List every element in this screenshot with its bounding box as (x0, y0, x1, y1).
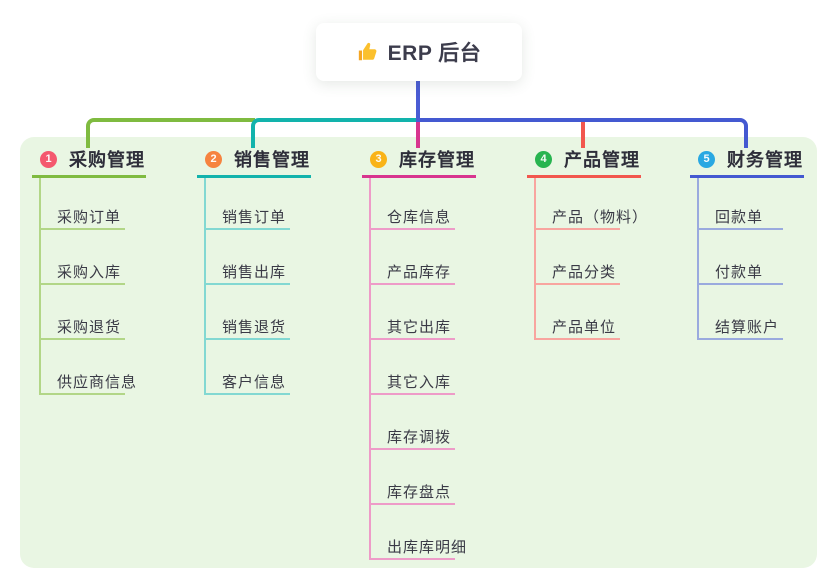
child-underline (39, 228, 125, 230)
child-node[interactable]: 销售订单 (222, 209, 287, 226)
child-underline (534, 228, 620, 230)
child-node[interactable]: 出库库明细 (387, 539, 468, 556)
branch-label: 销售管理 (234, 150, 310, 170)
child-node[interactable]: 产品（物料） (552, 209, 649, 226)
child-underline (697, 283, 783, 285)
child-underline (39, 338, 125, 340)
child-node[interactable]: 回款单 (715, 209, 764, 226)
child-underline (204, 393, 290, 395)
child-underline (369, 448, 455, 450)
branch-connector-drop (581, 122, 585, 148)
child-underline (697, 228, 783, 230)
child-node[interactable]: 产品库存 (387, 264, 452, 281)
child-underline (369, 393, 455, 395)
branch-label: 采购管理 (69, 150, 145, 170)
child-underline (204, 338, 290, 340)
child-underline (534, 338, 620, 340)
branch-node-3[interactable]: 3 库存管理 (370, 148, 475, 170)
root-node[interactable]: ERP 后台 (316, 23, 522, 81)
branch-node-5[interactable]: 5 财务管理 (698, 148, 803, 170)
branch-node-1[interactable]: 1 采购管理 (40, 148, 145, 170)
branch-label: 产品管理 (564, 150, 640, 170)
child-underline (369, 228, 455, 230)
child-node[interactable]: 其它入库 (387, 374, 452, 391)
child-underline (369, 283, 455, 285)
branch-trunk-line (534, 176, 536, 340)
child-underline (697, 338, 783, 340)
branch-index-badge: 2 (205, 150, 222, 168)
branch-title-underline (527, 175, 641, 178)
branch-label: 库存管理 (399, 150, 475, 170)
child-node[interactable]: 其它出库 (387, 319, 452, 336)
child-node[interactable]: 产品分类 (552, 264, 617, 281)
child-node[interactable]: 客户信息 (222, 374, 287, 391)
child-underline (369, 558, 455, 560)
child-node[interactable]: 采购入库 (57, 264, 122, 281)
child-node[interactable]: 供应商信息 (57, 374, 138, 391)
branch-connector-drop (416, 122, 420, 148)
branch-node-4[interactable]: 4 产品管理 (535, 148, 640, 170)
branch-node-2[interactable]: 2 销售管理 (205, 148, 310, 170)
thumbs-up-icon (357, 41, 379, 63)
child-underline (534, 283, 620, 285)
branch-title-underline (690, 175, 804, 178)
child-node[interactable]: 库存调拨 (387, 429, 452, 446)
child-node[interactable]: 结算账户 (715, 319, 780, 336)
child-node[interactable]: 库存盘点 (387, 484, 452, 501)
child-underline (39, 393, 125, 395)
child-underline (39, 283, 125, 285)
branch-trunk-line (39, 176, 41, 395)
branch-connector-elbow (86, 118, 255, 148)
branch-connector-elbow (251, 118, 420, 148)
child-node[interactable]: 采购订单 (57, 209, 122, 226)
branch-label: 财务管理 (727, 150, 803, 170)
child-node[interactable]: 付款单 (715, 264, 764, 281)
child-node[interactable]: 销售退货 (222, 319, 287, 336)
branch-title-underline (362, 175, 476, 178)
root-stem-line (416, 81, 420, 122)
branch-index-badge: 5 (698, 150, 715, 168)
root-label: ERP 后台 (387, 42, 482, 65)
branch-index-badge: 4 (535, 150, 552, 168)
branch-trunk-line (697, 176, 699, 340)
branch-index-badge: 3 (370, 150, 387, 168)
branch-title-underline (197, 175, 311, 178)
child-node[interactable]: 仓库信息 (387, 209, 452, 226)
child-underline (204, 228, 290, 230)
child-underline (369, 338, 455, 340)
branch-connector-elbow (416, 118, 748, 148)
branch-index-badge: 1 (40, 150, 57, 168)
branch-title-underline (32, 175, 146, 178)
branch-trunk-line (204, 176, 206, 395)
child-underline (369, 503, 455, 505)
child-node[interactable]: 销售出库 (222, 264, 287, 281)
branches-panel (20, 137, 817, 568)
branch-trunk-line (369, 176, 371, 560)
child-underline (204, 283, 290, 285)
child-node[interactable]: 产品单位 (552, 319, 617, 336)
child-node[interactable]: 采购退货 (57, 319, 122, 336)
